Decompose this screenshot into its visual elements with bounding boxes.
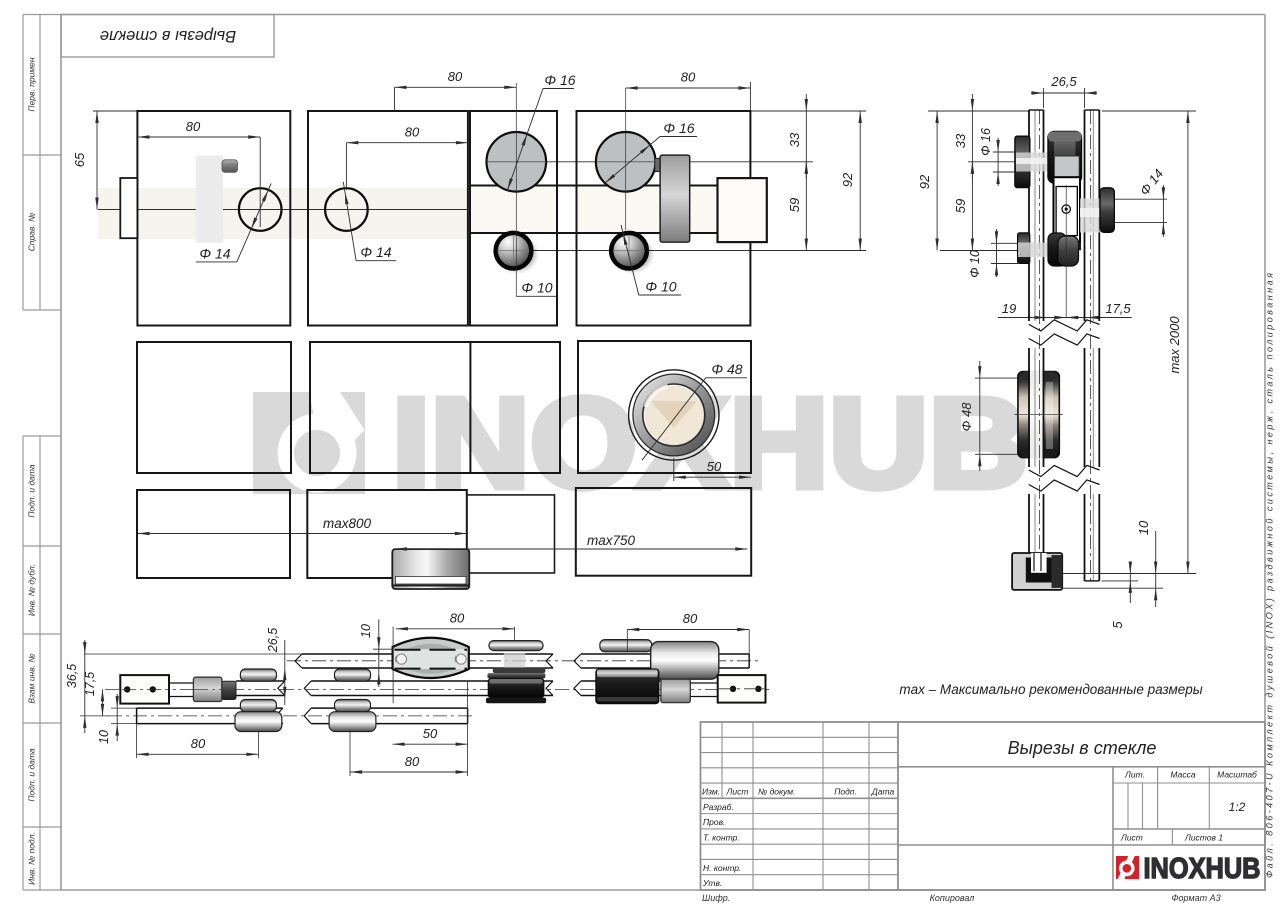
svg-text:Т. контр.: Т. контр. [703, 833, 740, 843]
svg-text:80: 80 [450, 611, 465, 626]
svg-text:Φ 48: Φ 48 [711, 361, 742, 377]
svg-text:Н. контр.: Н. контр. [703, 863, 741, 873]
svg-text:№ докум.: № докум. [758, 787, 795, 797]
svg-text:50: 50 [707, 459, 722, 474]
svg-text:Подп. и дата: Подп. и дата [27, 464, 37, 517]
svg-text:10: 10 [359, 624, 373, 638]
svg-text:Подп. и дата: Подп. и дата [27, 748, 37, 801]
svg-text:Φ 16: Φ 16 [663, 120, 694, 136]
svg-text:19: 19 [1002, 301, 1016, 316]
svg-text:80: 80 [405, 125, 420, 140]
svg-text:Взам инв. №: Взам инв. № [27, 653, 37, 703]
svg-text:17,5: 17,5 [1105, 301, 1131, 316]
svg-text:92: 92 [840, 172, 855, 187]
svg-text:10: 10 [1136, 520, 1151, 535]
svg-text:59: 59 [953, 199, 968, 213]
svg-text:Масса: Масса [1170, 770, 1195, 780]
svg-text:Перв. примен: Перв. примен [27, 57, 37, 111]
svg-text:Пров.: Пров. [703, 817, 725, 827]
svg-text:80: 80 [683, 611, 698, 626]
svg-text:5: 5 [1110, 621, 1125, 629]
svg-text:Утв.: Утв. [702, 878, 722, 888]
svg-text:Вырезы в стекле: Вырезы в стекле [100, 27, 236, 45]
svg-text:max 2000: max 2000 [1167, 316, 1182, 374]
svg-text:Инв. № подл.: Инв. № подл. [27, 832, 37, 885]
svg-text:Изм.: Изм. [702, 787, 720, 797]
svg-text:Подп.: Подп. [834, 787, 857, 797]
svg-text:Лист: Лист [1120, 833, 1143, 843]
svg-text:Листов 1: Листов 1 [1184, 833, 1223, 843]
svg-text:80: 80 [681, 70, 696, 85]
svg-text:10: 10 [97, 730, 111, 744]
svg-text:Формат А3: Формат А3 [1171, 893, 1220, 903]
svg-text:92: 92 [917, 174, 932, 189]
svg-text:INOXHUB: INOXHUB [392, 372, 1028, 515]
svg-text:Инв. № дубл.: Инв. № дубл. [27, 564, 37, 616]
svg-text:Φ 10: Φ 10 [521, 280, 552, 296]
svg-text:Лист: Лист [726, 787, 749, 797]
svg-text:59: 59 [787, 198, 802, 212]
svg-text:Масштаб: Масштаб [1217, 770, 1258, 780]
svg-text:33: 33 [953, 133, 968, 148]
svg-text:17,5: 17,5 [83, 672, 97, 696]
svg-text:36,5: 36,5 [65, 664, 79, 688]
svg-text:Разраб.: Разраб. [703, 802, 734, 812]
svg-text:Φ 14: Φ 14 [199, 246, 230, 262]
svg-text:Копировал: Копировал [930, 893, 975, 903]
svg-text:65: 65 [72, 152, 87, 167]
svg-text:33: 33 [787, 132, 802, 147]
svg-text:26,5: 26,5 [266, 628, 280, 653]
svg-text:80: 80 [186, 119, 201, 134]
svg-text:INOXHUB: INOXHUB [1144, 853, 1261, 885]
svg-text:Дата: Дата [871, 787, 895, 797]
svg-text:max750: max750 [587, 533, 636, 548]
svg-text:Лит.: Лит. [1124, 770, 1145, 780]
svg-text:Φ 16: Φ 16 [544, 72, 575, 88]
svg-text:max800: max800 [323, 516, 372, 531]
svg-text:Шифр.: Шифр. [702, 893, 730, 903]
svg-text:80: 80 [448, 69, 463, 84]
svg-text:Φ 10: Φ 10 [645, 279, 676, 295]
svg-text:Φ 14: Φ 14 [360, 244, 391, 260]
svg-text:Φ 16: Φ 16 [979, 128, 993, 156]
svg-text:max – Максимально рекомендован: max – Максимально рекомендованные размер… [899, 682, 1202, 697]
svg-text:Φ 10: Φ 10 [968, 250, 982, 278]
svg-text:1:2: 1:2 [1229, 800, 1246, 814]
svg-text:26,5: 26,5 [1050, 74, 1077, 89]
svg-text:Φ 48: Φ 48 [959, 402, 974, 432]
svg-text:50: 50 [423, 726, 438, 741]
svg-text:Файл. 806-407-U Комплект душев: Файл. 806-407-U Комплект душевой (INOX) … [1265, 273, 1275, 878]
svg-text:Φ 14: Φ 14 [1137, 166, 1167, 198]
svg-text:80: 80 [405, 754, 420, 769]
svg-text:Вырезы в стекле: Вырезы в стекле [1008, 738, 1157, 758]
svg-text:Справ. №: Справ. № [27, 213, 37, 252]
svg-text:80: 80 [191, 736, 206, 751]
